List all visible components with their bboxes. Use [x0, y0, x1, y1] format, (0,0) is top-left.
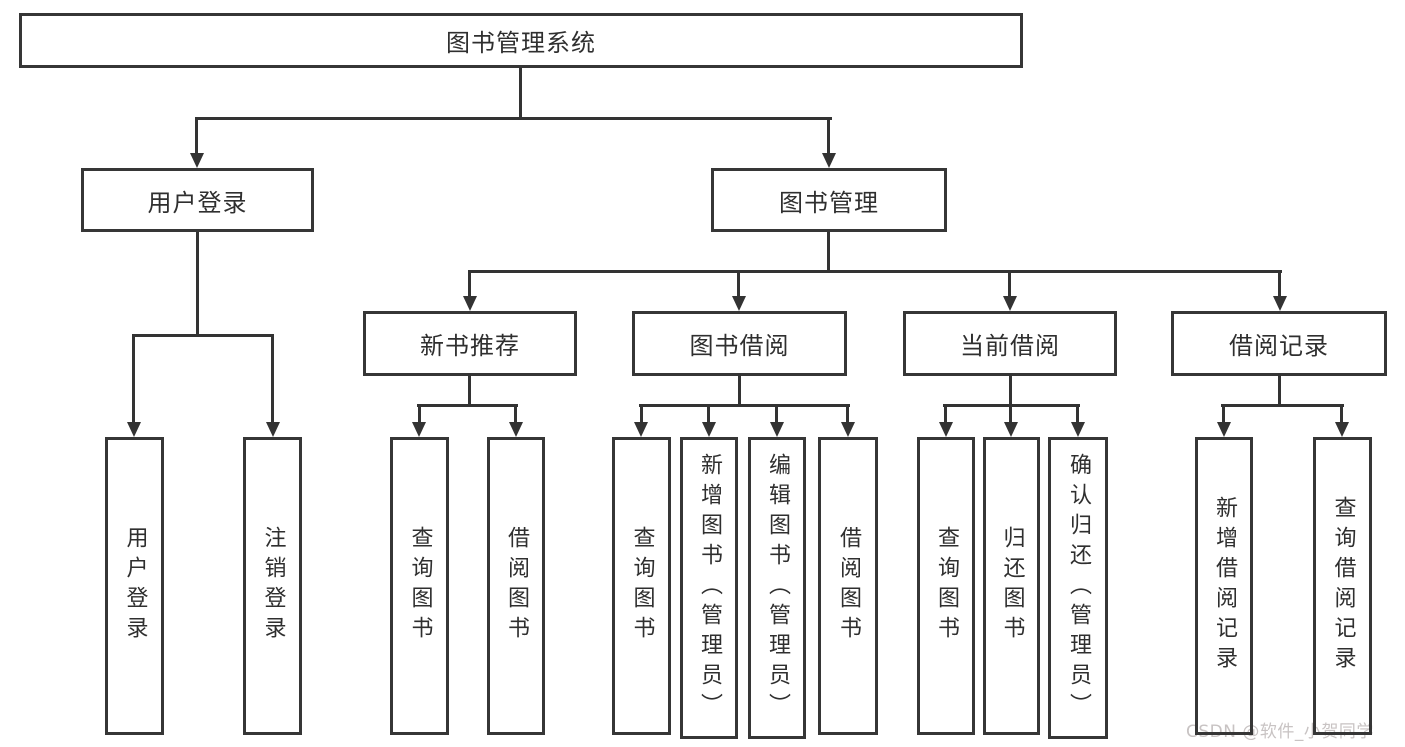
- connector-leaf-drop: [707, 404, 710, 423]
- leaf-label: 确认归还（管理员）: [1066, 453, 1091, 723]
- connector-new-book-drop: [468, 270, 471, 297]
- leaf-label: 借阅图书: [836, 526, 861, 646]
- node-root: 图书管理系统: [19, 13, 1023, 68]
- arrow-head: [190, 153, 204, 168]
- connector-book-borrow-stem: [738, 374, 741, 406]
- leaf-add-borrow-record: 新增借阅记录: [1195, 437, 1253, 735]
- connector-user-login-split: [132, 334, 274, 337]
- leaf-label: 查询借阅记录: [1330, 496, 1356, 676]
- connector-new-book-stem: [468, 374, 471, 406]
- connector-borrow-record-split: [1221, 404, 1344, 407]
- leaf-label: 查询图书: [407, 526, 433, 646]
- connector-leaf-drop: [846, 404, 849, 423]
- arrow-head: [412, 422, 426, 437]
- connector-leaf-drop: [1222, 404, 1225, 423]
- arrow-head: [127, 422, 141, 437]
- node-book-mgmt-label: 图书管理: [779, 188, 879, 217]
- connector-book-mgmt-drop: [827, 117, 830, 154]
- connector-borrow-record-drop: [1278, 270, 1281, 297]
- connector-leaf-drop: [1340, 404, 1343, 423]
- node-current-borrow: 当前借阅: [903, 311, 1117, 376]
- connector-leaf-drop: [514, 404, 517, 423]
- leaf-return-books: 归还图书: [983, 437, 1040, 735]
- connector-book-borrow-drop: [737, 270, 740, 297]
- node-user-login-label: 用户登录: [147, 188, 248, 217]
- connector-current-borrow-stem: [1009, 374, 1012, 406]
- arrow-head: [1217, 422, 1231, 437]
- leaf-label: 查询图书: [934, 526, 959, 646]
- arrow-head: [822, 153, 836, 168]
- arrow-head: [1335, 422, 1349, 437]
- leaf-user-login: 用户登录: [105, 437, 164, 735]
- arrow-head: [1273, 296, 1287, 311]
- leaf-label: 新增图书（管理员）: [697, 453, 722, 723]
- connector-leaf-drop: [1076, 404, 1079, 423]
- node-book-mgmt: 图书管理: [711, 168, 947, 232]
- node-borrow-record-label: 借阅记录: [1229, 332, 1329, 360]
- connector-leaf-drop: [271, 334, 274, 423]
- leaf-label: 编辑图书（管理员）: [765, 453, 790, 723]
- csdn-watermark: CSDN @软件_小贺同学: [1186, 722, 1374, 742]
- arrow-head: [732, 296, 746, 311]
- arrow-head: [939, 422, 953, 437]
- connector-user-login-stem: [196, 232, 199, 337]
- connector-leaf-drop: [132, 334, 135, 423]
- connector-book-borrow-split: [639, 404, 850, 407]
- connector-book-mgmt-stem: [827, 232, 830, 273]
- arrow-head: [463, 296, 477, 311]
- leaf-query-books-borrow: 查询图书: [612, 437, 671, 735]
- arrow-head: [509, 422, 523, 437]
- leaf-add-books-admin: 新增图书（管理员）: [680, 437, 738, 739]
- leaf-query-books-current: 查询图书: [917, 437, 975, 735]
- connector-leaf-drop: [944, 404, 947, 423]
- arrow-head: [634, 422, 648, 437]
- leaf-query-books-newbook: 查询图书: [390, 437, 449, 735]
- leaf-borrow-books-newbook: 借阅图书: [487, 437, 545, 735]
- leaf-label: 注销登录: [260, 526, 286, 646]
- leaf-label: 借阅图书: [504, 526, 529, 646]
- arrow-head: [702, 422, 716, 437]
- leaf-label: 新增借阅记录: [1212, 496, 1237, 676]
- connector-root-stem: [519, 67, 522, 120]
- node-current-borrow-label: 当前借阅: [960, 332, 1060, 360]
- node-book-borrow: 图书借阅: [632, 311, 847, 376]
- node-new-book: 新书推荐: [363, 311, 577, 376]
- leaf-label: 用户登录: [122, 526, 148, 646]
- connector-user-login-drop: [195, 117, 198, 154]
- connector-leaf-drop: [1009, 404, 1012, 423]
- leaf-logout: 注销登录: [243, 437, 302, 735]
- connector-new-book-split: [417, 404, 518, 407]
- node-borrow-record: 借阅记录: [1171, 311, 1387, 376]
- leaf-label: 查询图书: [629, 526, 655, 646]
- node-new-book-label: 新书推荐: [420, 332, 520, 360]
- leaf-query-borrow-record: 查询借阅记录: [1313, 437, 1372, 735]
- node-root-label: 图书管理系统: [446, 29, 596, 57]
- arrow-head: [1071, 422, 1085, 437]
- arrow-head: [841, 422, 855, 437]
- leaf-borrow-books: 借阅图书: [818, 437, 878, 735]
- connector-leaf-drop: [775, 404, 778, 423]
- leaf-edit-books-admin: 编辑图书（管理员）: [748, 437, 806, 739]
- connector-book-mgmt-split: [468, 270, 1282, 273]
- connector-leaf-drop: [418, 404, 421, 423]
- leaf-confirm-return-admin: 确认归还（管理员）: [1048, 437, 1108, 739]
- leaf-label: 归还图书: [999, 526, 1025, 646]
- connector-leaf-drop: [640, 404, 643, 423]
- node-user-login: 用户登录: [81, 168, 314, 232]
- connector-root-split: [195, 117, 832, 120]
- connector-current-borrow-drop: [1008, 270, 1011, 297]
- connector-borrow-record-stem: [1278, 374, 1281, 406]
- arrow-head: [1003, 296, 1017, 311]
- arrow-head: [1004, 422, 1018, 437]
- arrow-head: [266, 422, 280, 437]
- node-book-borrow-label: 图书借阅: [689, 332, 790, 360]
- arrow-head: [770, 422, 784, 437]
